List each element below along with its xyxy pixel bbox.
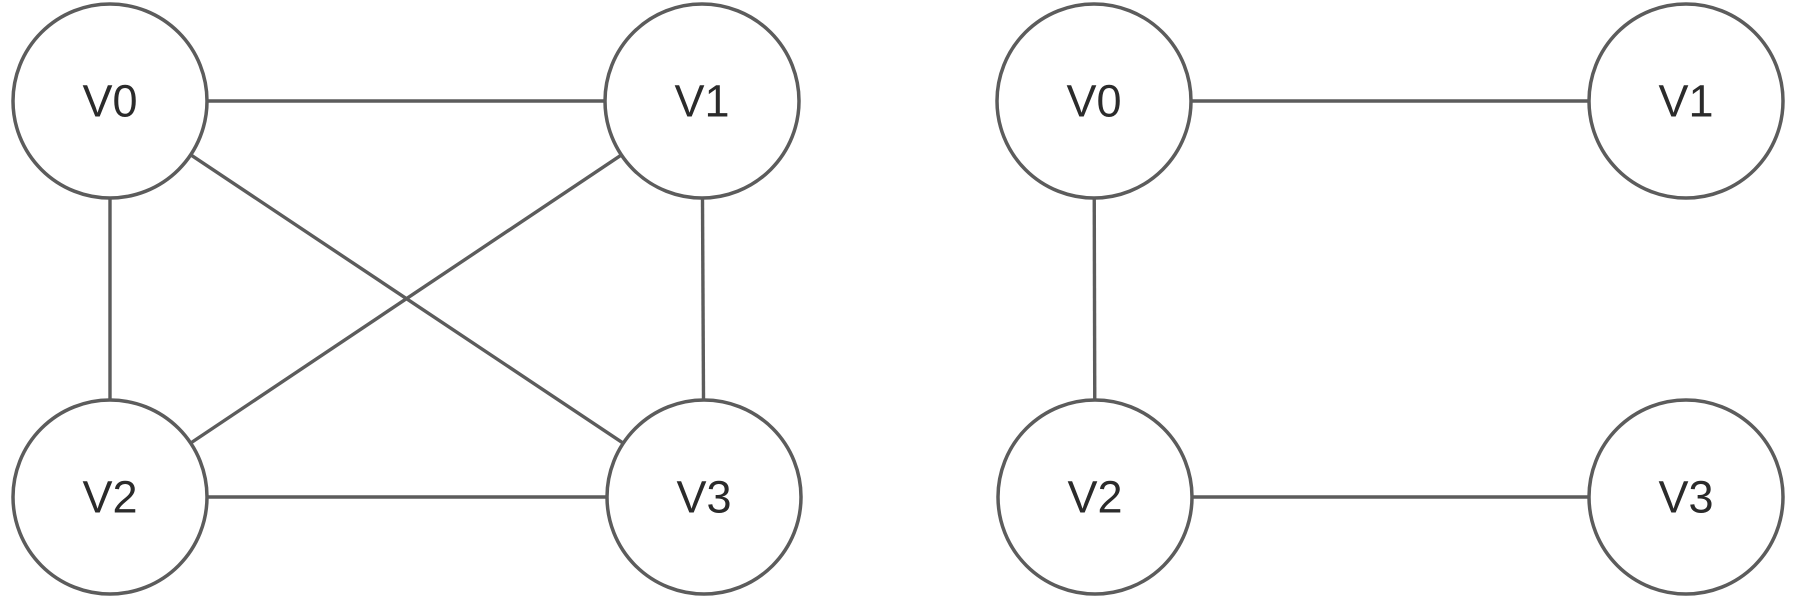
node-circle-V0 — [11, 2, 209, 200]
node-circle-V3 — [605, 398, 803, 596]
right-graph-sparse-node-V1: V1 — [1587, 2, 1785, 200]
node-circle-V0 — [995, 2, 1193, 200]
right-graph-sparse-node-V2: V2 — [996, 398, 1194, 596]
right-graph-sparse-node-V0: V0 — [995, 2, 1193, 200]
node-label-V3: V3 — [676, 472, 731, 523]
left-graph-complete-node-V0: V0 — [11, 2, 209, 200]
right-graph-sparse-node-V3: V3 — [1587, 398, 1785, 596]
node-label-V3: V3 — [1658, 472, 1713, 523]
left-graph-complete-node-V3: V3 — [605, 398, 803, 596]
node-label-V2: V2 — [1067, 472, 1122, 523]
node-circle-V2 — [996, 398, 1194, 596]
node-circle-V3 — [1587, 398, 1785, 596]
edge-V1-V2 — [109, 99, 703, 499]
left-graph-complete-node-V1: V1 — [603, 2, 801, 200]
node-label-V1: V1 — [1658, 76, 1713, 127]
left-graph-complete-node-V2: V2 — [11, 398, 209, 596]
node-circle-V2 — [11, 398, 209, 596]
node-circle-V1 — [603, 2, 801, 200]
node-label-V2: V2 — [82, 472, 137, 523]
node-label-V1: V1 — [674, 76, 729, 127]
node-label-V0: V0 — [82, 76, 137, 127]
node-circle-V1 — [1587, 2, 1785, 200]
node-label-V0: V0 — [1066, 76, 1121, 127]
